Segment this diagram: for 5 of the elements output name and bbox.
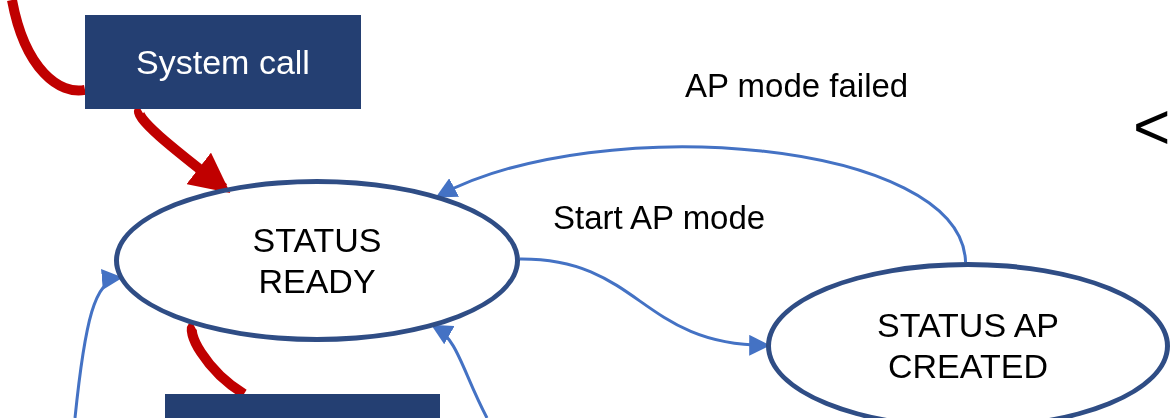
arrow: [435, 145, 967, 263]
state-ellipse: STATUS AP CREATED: [766, 262, 1170, 418]
process-box: System call: [85, 15, 361, 109]
state-ellipse: STATUS READY: [114, 179, 520, 342]
arrow: [431, 324, 489, 418]
